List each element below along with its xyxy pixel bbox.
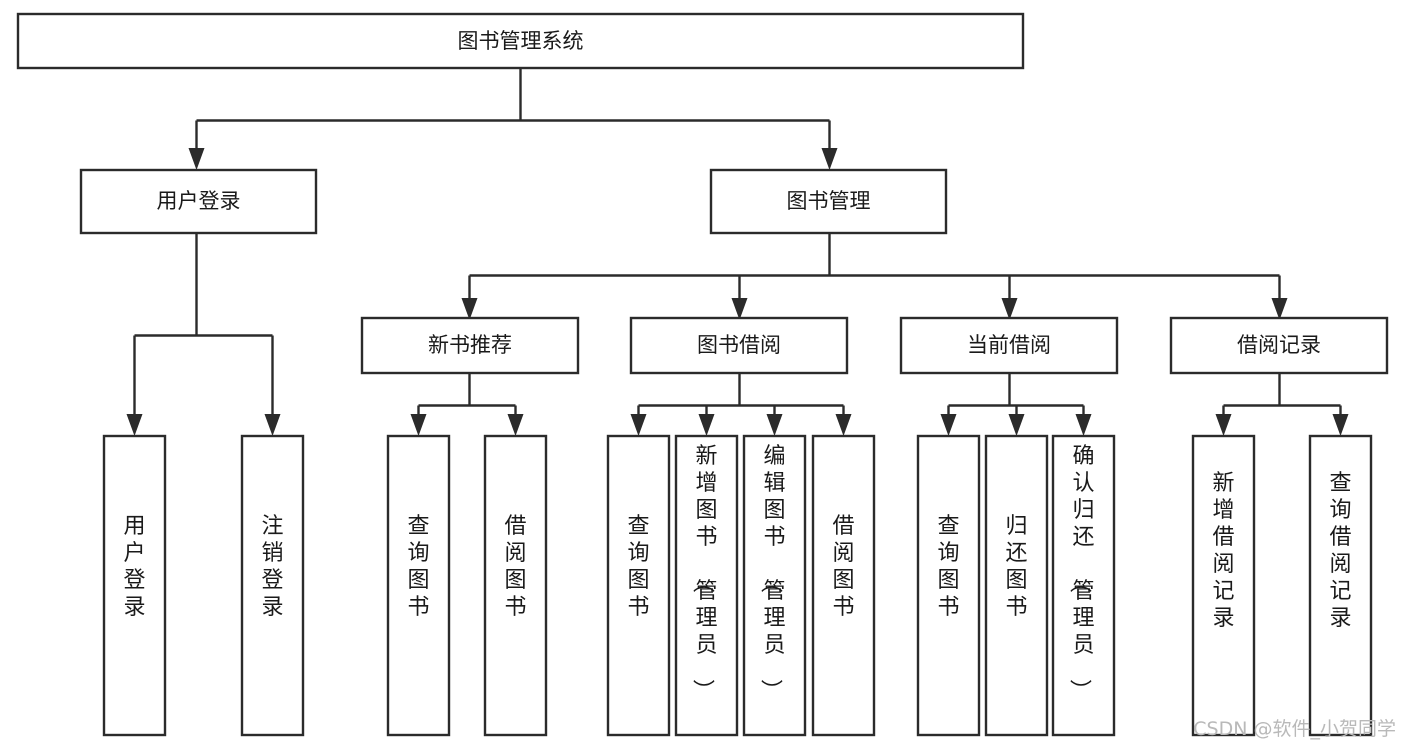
arrowhead-leaf-d2 [1075,414,1092,436]
arrowhead-to-user-login [188,148,205,170]
arrowhead-leaf-d0 [940,414,957,436]
arrowhead-to-new-book [461,298,478,320]
arrowhead-leaf-d1 [1008,414,1025,436]
leaf-node-return-book-label: 归还图书 [1005,514,1027,620]
arrowhead-leaf-c2 [766,414,783,436]
leaf-node-add-book-admin-box[interactable] [674,434,739,737]
leaf-node-query-borrow-record-label: 查询借阅记录 [1329,471,1351,631]
leaf-node-logout-box[interactable] [240,434,305,737]
node-book-mgmt-label: 图书管理 [787,189,871,213]
connector-layer [126,68,1349,436]
leaf-node-user-login[interactable]: 用户登录 [102,434,167,737]
leaf-node-query-book-recommend-box[interactable] [386,434,451,737]
leaf-node-logout-label: 注销登录 [261,514,283,620]
arrowhead-leaf-a1 [264,414,281,436]
node-user-login[interactable]: 用户登录 [79,168,318,235]
leaf-node-add-book-admin-label: 新增图书（管理员） [689,444,717,701]
node-current-borrow-box[interactable] [899,316,1119,375]
arrowhead-leaf-c3 [835,414,852,436]
arrowhead-leaf-e1 [1332,414,1349,436]
leaf-node-query-book-borrow-label: 查询图书 [627,514,649,620]
arrowhead-to-current-borrow [1001,298,1018,320]
leaf-node-query-book-borrow[interactable]: 查询图书 [606,434,671,737]
leaf-node-query-book-current-label: 查询图书 [937,514,959,620]
leaf-node-query-borrow-record-box[interactable] [1308,434,1373,737]
node-book-mgmt[interactable]: 图书管理 [709,168,948,235]
arrowhead-leaf-a0 [126,414,143,436]
node-current-borrow[interactable]: 当前借阅 [899,316,1119,375]
leaf-node-logout[interactable]: 注销登录 [240,434,305,737]
leaf-node-return-book-box[interactable] [984,434,1049,737]
arrowhead-leaf-c0 [630,414,647,436]
leaf-node-user-login-box[interactable] [102,434,167,737]
leaf-node-return-book[interactable]: 归还图书 [984,434,1049,737]
leaf-node-borrow-book-label: 借阅图书 [832,514,854,620]
node-borrow-record[interactable]: 借阅记录 [1169,316,1389,375]
leaf-node-borrow-book-recommend-box[interactable] [483,434,548,737]
leaf-node-add-borrow-record-box[interactable] [1191,434,1256,737]
node-user-login-label: 用户登录 [157,189,241,213]
leaf-node-add-borrow-record-label: 新增借阅记录 [1212,471,1234,631]
node-user-login-box[interactable] [79,168,318,235]
node-new-book-recommend[interactable]: 新书推荐 [360,316,580,375]
node-borrow-record-label: 借阅记录 [1237,333,1321,357]
leaf-node-edit-book-admin-label: 编辑图书（管理员） [757,444,785,701]
node-book-borrow-box[interactable] [629,316,849,375]
node-root-label: 图书管理系统 [458,29,584,53]
leaf-node-borrow-book[interactable]: 借阅图书 [811,434,876,737]
leaf-node-add-borrow-record[interactable]: 新增借阅记录 [1191,434,1256,737]
arrowhead-leaf-e0 [1215,414,1232,436]
node-current-borrow-label: 当前借阅 [967,333,1051,357]
node-book-borrow[interactable]: 图书借阅 [629,316,849,375]
arrowhead-leaf-b1 [507,414,524,436]
arrowhead-to-book-mgmt [821,148,838,170]
arrowhead-leaf-b0 [410,414,427,436]
node-new-book-recommend-label: 新书推荐 [428,333,512,357]
leaf-node-borrow-book-recommend-label: 借阅图书 [504,514,526,620]
leaf-node-query-book-borrow-box[interactable] [606,434,671,737]
arrowhead-leaf-c1 [698,414,715,436]
leaf-node-query-book-recommend-label: 查询图书 [407,514,429,620]
leaf-node-confirm-return-admin[interactable]: 确认归还（管理员） [1051,434,1116,737]
node-book-borrow-label: 图书借阅 [697,333,781,357]
leaf-node-query-book-current-box[interactable] [916,434,981,737]
leaf-node-confirm-return-admin-label: 确认归还（管理员） [1066,444,1094,701]
leaf-node-user-login-label: 用户登录 [123,514,145,620]
leaf-node-edit-book-admin-box[interactable] [742,434,807,737]
node-borrow-record-box[interactable] [1169,316,1389,375]
leaf-node-query-book-recommend[interactable]: 查询图书 [386,434,451,737]
leaf-node-add-book-admin[interactable]: 新增图书（管理员） [674,434,739,737]
node-new-book-recommend-box[interactable] [360,316,580,375]
leaf-node-borrow-book-recommend[interactable]: 借阅图书 [483,434,548,737]
node-root[interactable]: 图书管理系统 [16,12,1025,70]
leaf-node-edit-book-admin[interactable]: 编辑图书（管理员） [742,434,807,737]
node-root-box[interactable] [16,12,1025,70]
leaf-node-query-book-current[interactable]: 查询图书 [916,434,981,737]
arrowhead-to-borrow-record [1271,298,1288,320]
arrowhead-to-book-borrow [731,298,748,320]
leaf-node-query-borrow-record[interactable]: 查询借阅记录 [1308,434,1373,737]
leaf-node-confirm-return-admin-box[interactable] [1051,434,1116,737]
leaf-node-borrow-book-box[interactable] [811,434,876,737]
watermark-label: CSDN @软件_小贺同学 [1193,718,1396,740]
node-book-mgmt-box[interactable] [709,168,948,235]
